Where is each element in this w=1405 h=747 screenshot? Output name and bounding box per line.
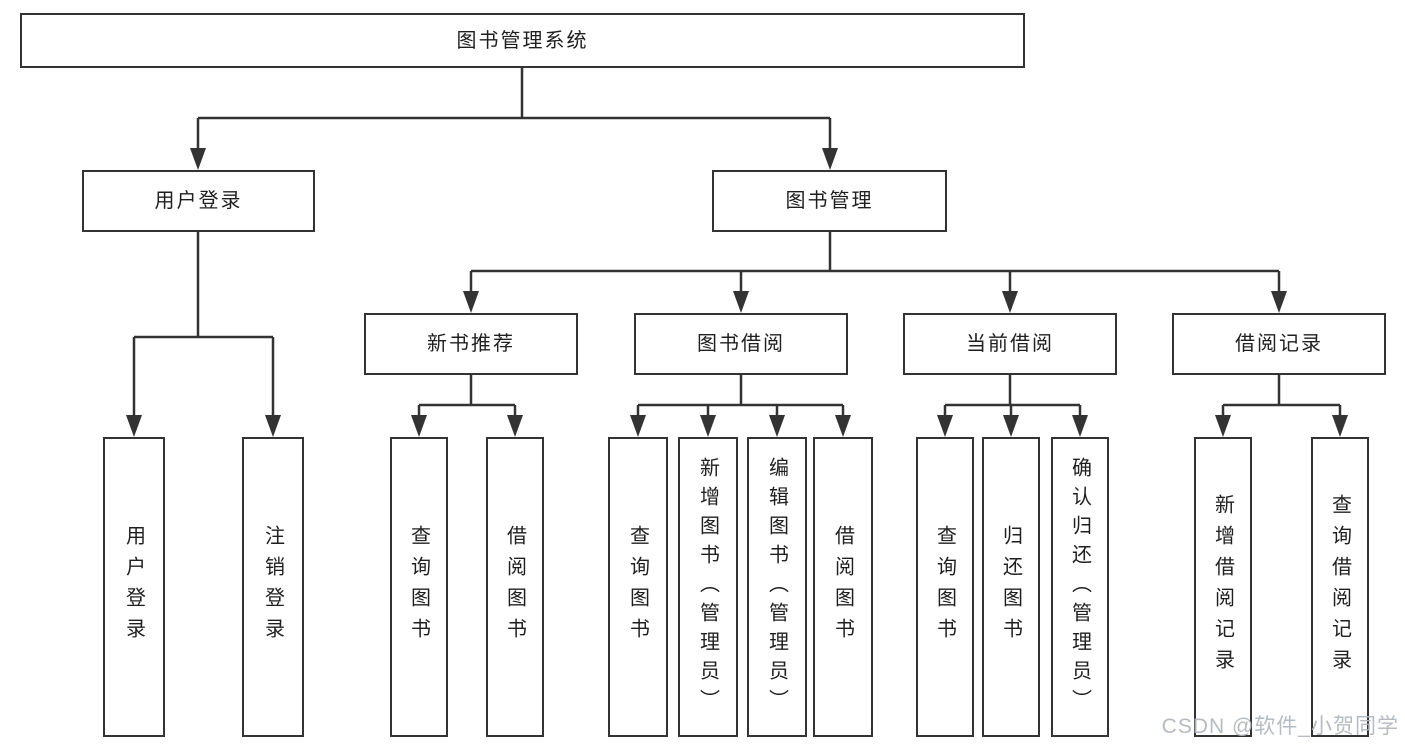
leaf-edit-books-admin: 编辑图书（管理员） — [747, 437, 807, 737]
node-borrow-record: 借阅记录 — [1172, 313, 1386, 375]
node-book-borrow: 图书借阅 — [634, 313, 848, 375]
node-new-book-recommend: 新书推荐 — [364, 313, 578, 375]
leaf-query-books-borrow: 查询图书 — [608, 437, 668, 737]
leaf-query-books-current: 查询图书 — [916, 437, 974, 737]
leaf-query-books-recommend: 查询图书 — [390, 437, 448, 737]
leaf-add-books-admin: 新增图书（管理员） — [678, 437, 738, 737]
node-user-login: 用户登录 — [82, 170, 315, 232]
leaf-query-borrow-record: 查询借阅记录 — [1311, 437, 1369, 737]
leaf-logout: 注销登录 — [242, 437, 304, 737]
leaf-add-borrow-record: 新增借阅记录 — [1194, 437, 1252, 737]
leaf-confirm-return-admin: 确认归还（管理员） — [1051, 437, 1109, 737]
node-system-root: 图书管理系统 — [20, 13, 1025, 68]
leaf-user-login: 用户登录 — [103, 437, 165, 737]
leaf-borrow-books-recommend: 借阅图书 — [486, 437, 544, 737]
node-book-management: 图书管理 — [712, 170, 947, 232]
leaf-return-books: 归还图书 — [982, 437, 1040, 737]
node-current-borrow: 当前借阅 — [903, 313, 1117, 375]
leaf-borrow-books: 借阅图书 — [813, 437, 873, 737]
watermark: CSDN @软件_小贺同学 — [1161, 715, 1399, 738]
